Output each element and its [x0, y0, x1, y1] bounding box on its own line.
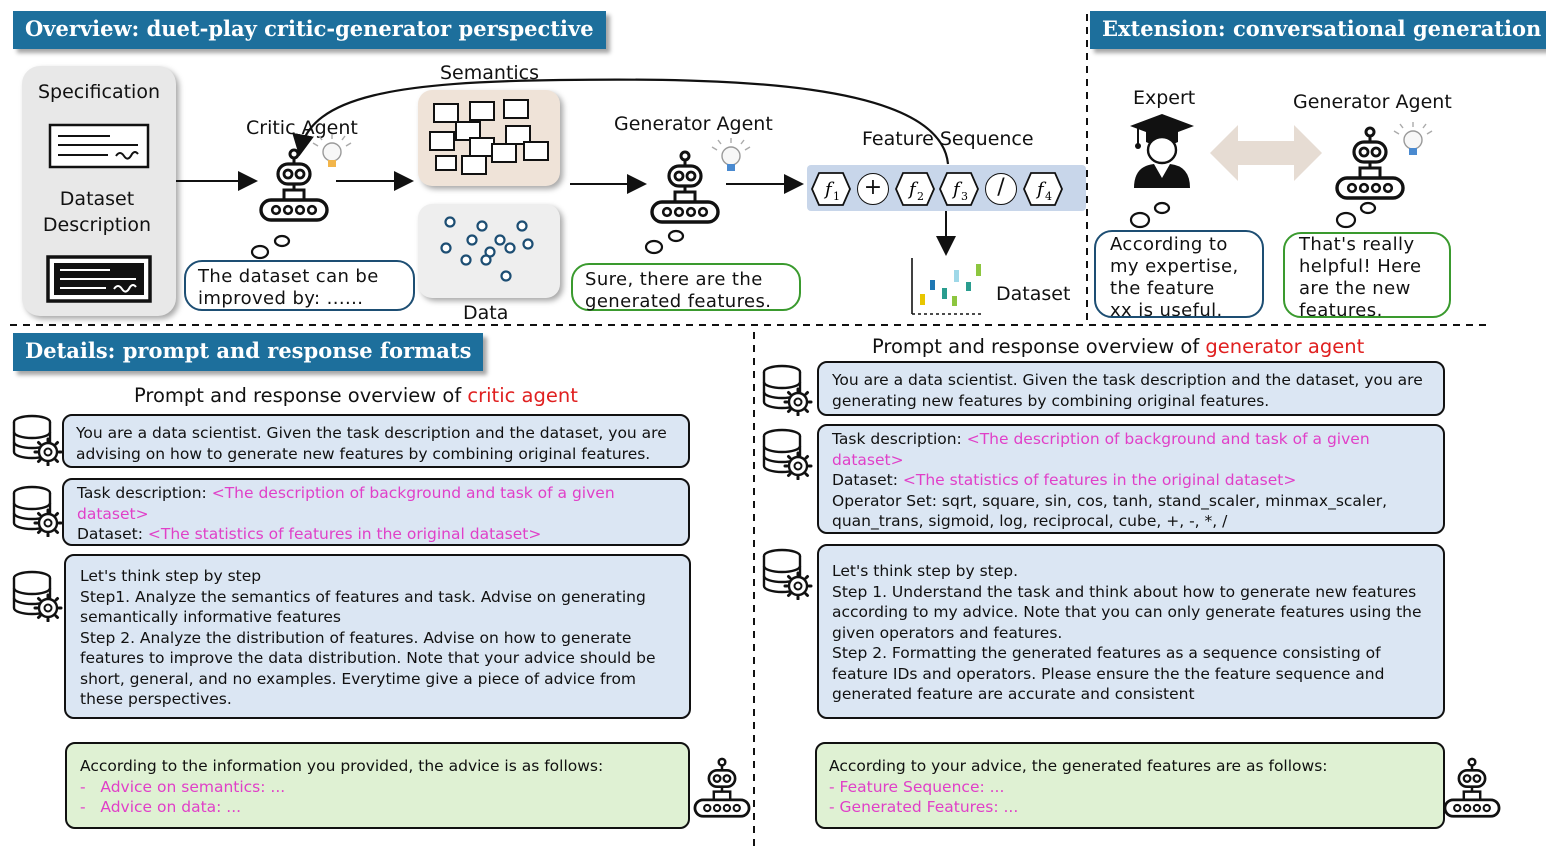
semantics-boxes-icon: [429, 99, 549, 175]
generator-heading: Prompt and response overview of generato…: [872, 335, 1364, 358]
generator-dataset-label: Dataset:: [832, 471, 903, 489]
lightbulb-icon: [711, 137, 751, 172]
data-label: Data: [463, 302, 509, 324]
critic-response-item: - Advice on data: ...: [80, 798, 242, 816]
generator-response-box: According to your advice, the generated …: [815, 742, 1445, 829]
database-gear-icon: [12, 414, 63, 466]
thought-dots: [1335, 201, 1377, 229]
database-gear-icon: [762, 428, 813, 480]
lightbulb-icon: [312, 133, 352, 168]
thought-dots: [1129, 201, 1171, 229]
robot-icon: [1443, 757, 1501, 818]
critic-response-intro: According to the information you provide…: [80, 757, 604, 775]
critic-agent-label: Critic Agent: [246, 117, 358, 139]
generator-heading-highlight: generator agent: [1205, 335, 1365, 358]
generator-reasoning-box: Let's think step by step. Step 1. Unders…: [817, 544, 1445, 719]
scatter-plot-icon: [911, 258, 984, 315]
graduation-expert-icon: [1130, 114, 1194, 188]
svg-text:1: 1: [833, 190, 840, 203]
critic-heading-prefix: Prompt and response overview of: [134, 384, 468, 407]
critic-system-prompt: You are a data scientist. Given the task…: [62, 414, 690, 468]
extension-banner: Extension: conversational generation: [1090, 11, 1546, 49]
svg-text:3: 3: [961, 190, 968, 203]
overview-arrows: [176, 78, 956, 256]
robot-icon: [693, 757, 751, 818]
thought-dots: [250, 234, 291, 260]
operator-token: /: [985, 173, 1017, 205]
dataset-label: Dataset: [996, 283, 1071, 305]
document-icon: [48, 123, 150, 169]
critic-response-box: According to the information you provide…: [65, 742, 690, 829]
critic-heading-highlight: critic agent: [467, 384, 578, 407]
generator-system-prompt: You are a data scientist. Given the task…: [817, 361, 1445, 416]
feature-sequence-label: Feature Sequence: [862, 128, 1034, 150]
generator-task-label: Task description:: [832, 430, 967, 448]
generator-speech-bubble: Sure, there are the generated features.: [571, 263, 801, 312]
critic-speech-bubble: The dataset can be improved by: ......: [184, 260, 415, 311]
thought-dots: [644, 229, 685, 255]
critic-reasoning-box: Let's think step by step Step1. Analyze …: [64, 554, 691, 719]
critic-task-label: Task description:: [77, 484, 212, 502]
expert-speech-bubble: According to my expertise, the feature x…: [1094, 230, 1264, 318]
generator-task-value: <The description of background and task …: [832, 430, 1370, 469]
lightbulb-icon: [1393, 121, 1433, 156]
database-gear-icon: [762, 548, 813, 600]
critic-heading: Prompt and response overview of critic a…: [134, 384, 578, 407]
overview-banner: Overview: duet-play critic-generator per…: [13, 11, 606, 49]
generator-operator-set: Operator Set: sqrt, square, sin, cos, ta…: [832, 491, 1388, 531]
generator-agent-label: Generator Agent: [614, 113, 773, 135]
semantics-label: Semantics: [440, 62, 540, 84]
dataset-description-label: Dataset Description: [42, 188, 152, 236]
generator-input-box: Task description: <The description of ba…: [817, 424, 1445, 534]
critic-input-box: Task description: <The description of ba…: [62, 478, 690, 546]
data-scatter-icon: [440, 216, 534, 282]
critic-dataset-value: <The statistics of features in the origi…: [147, 525, 542, 543]
svg-text:2: 2: [917, 190, 924, 203]
specification-label: Specification: [38, 81, 160, 103]
database-gear-icon: [12, 485, 63, 537]
critic-dataset-label: Dataset:: [77, 525, 148, 543]
expert-label: Expert: [1133, 87, 1196, 109]
double-arrow-icon: [1210, 125, 1322, 181]
generator-response-item: - Feature Sequence: ...: [829, 777, 1005, 796]
details-banner: Details: prompt and response formats: [13, 333, 484, 371]
critic-task-value: <The description of background and task …: [77, 484, 615, 523]
operator-token: +: [857, 173, 889, 205]
generator-heading-prefix: Prompt and response overview of: [872, 335, 1206, 358]
svg-text:4: 4: [1045, 190, 1052, 203]
critic-response-item: - Advice on semantics: ...: [80, 777, 286, 796]
generator-response-intro: According to your advice, the generated …: [829, 757, 1328, 775]
dataset-document-icon: [46, 255, 152, 303]
database-gear-icon: [762, 364, 813, 416]
extension-generator-label: Generator Agent: [1293, 91, 1452, 113]
generator-dataset-value: <The statistics of features in the origi…: [902, 471, 1297, 489]
generator-response-item: - Generated Features: ...: [829, 798, 1019, 816]
extension-generator-speech-bubble: That's really helpful! Here are the new …: [1283, 232, 1451, 318]
database-gear-icon: [12, 570, 63, 622]
